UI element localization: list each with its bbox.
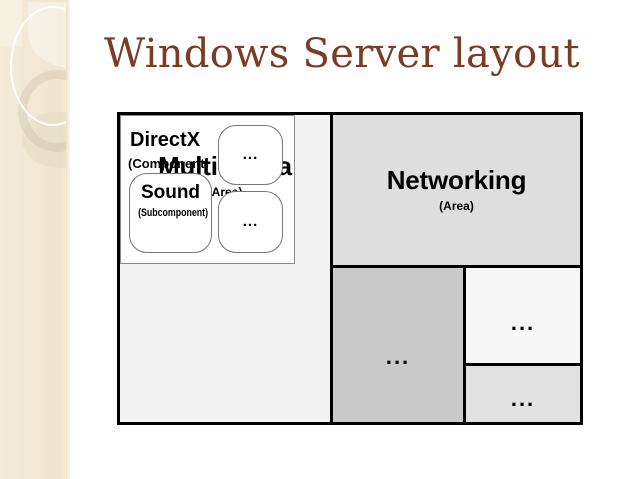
block-directx-component[interactable]: DirectX (Component) Sound (Subcomponent)… (120, 115, 295, 264)
directx-title: DirectX (130, 129, 201, 151)
directx-placeholder-1-dots: ... (242, 146, 259, 164)
networking-subtitle: (Area) (439, 199, 474, 213)
page-title: Windows Server layout (104, 31, 580, 77)
block-directx-placeholder-2[interactable]: ... (218, 191, 283, 253)
sound-subtitle: (Subcomponent) (138, 207, 209, 219)
block-multimedia[interactable]: Multimedia (Area) DirectX (Component) So… (120, 115, 333, 422)
layout-diagram: Multimedia (Area) DirectX (Component) So… (117, 112, 583, 425)
directx-subtitle: (Component) (128, 156, 209, 171)
networking-title: Networking (386, 165, 527, 195)
block-placeholder-large[interactable]: ... (333, 268, 466, 422)
placeholder-white-dots: ... (510, 310, 536, 335)
block-placeholder-light[interactable]: ... (466, 366, 580, 422)
placeholder-large-dots: ... (385, 344, 411, 369)
sound-title: Sound (140, 182, 201, 203)
block-sound-subcomponent[interactable]: Sound (Subcomponent) (129, 173, 212, 253)
block-placeholder-white[interactable]: ... (466, 268, 580, 366)
placeholder-light-dots: ... (510, 386, 536, 411)
directx-placeholder-2-dots: ... (242, 213, 259, 231)
block-networking[interactable]: Networking (Area) (333, 115, 580, 268)
band-edge-divider (66, 0, 70, 479)
block-directx-placeholder-1[interactable]: ... (218, 125, 283, 185)
decorative-side-band (0, 0, 70, 479)
